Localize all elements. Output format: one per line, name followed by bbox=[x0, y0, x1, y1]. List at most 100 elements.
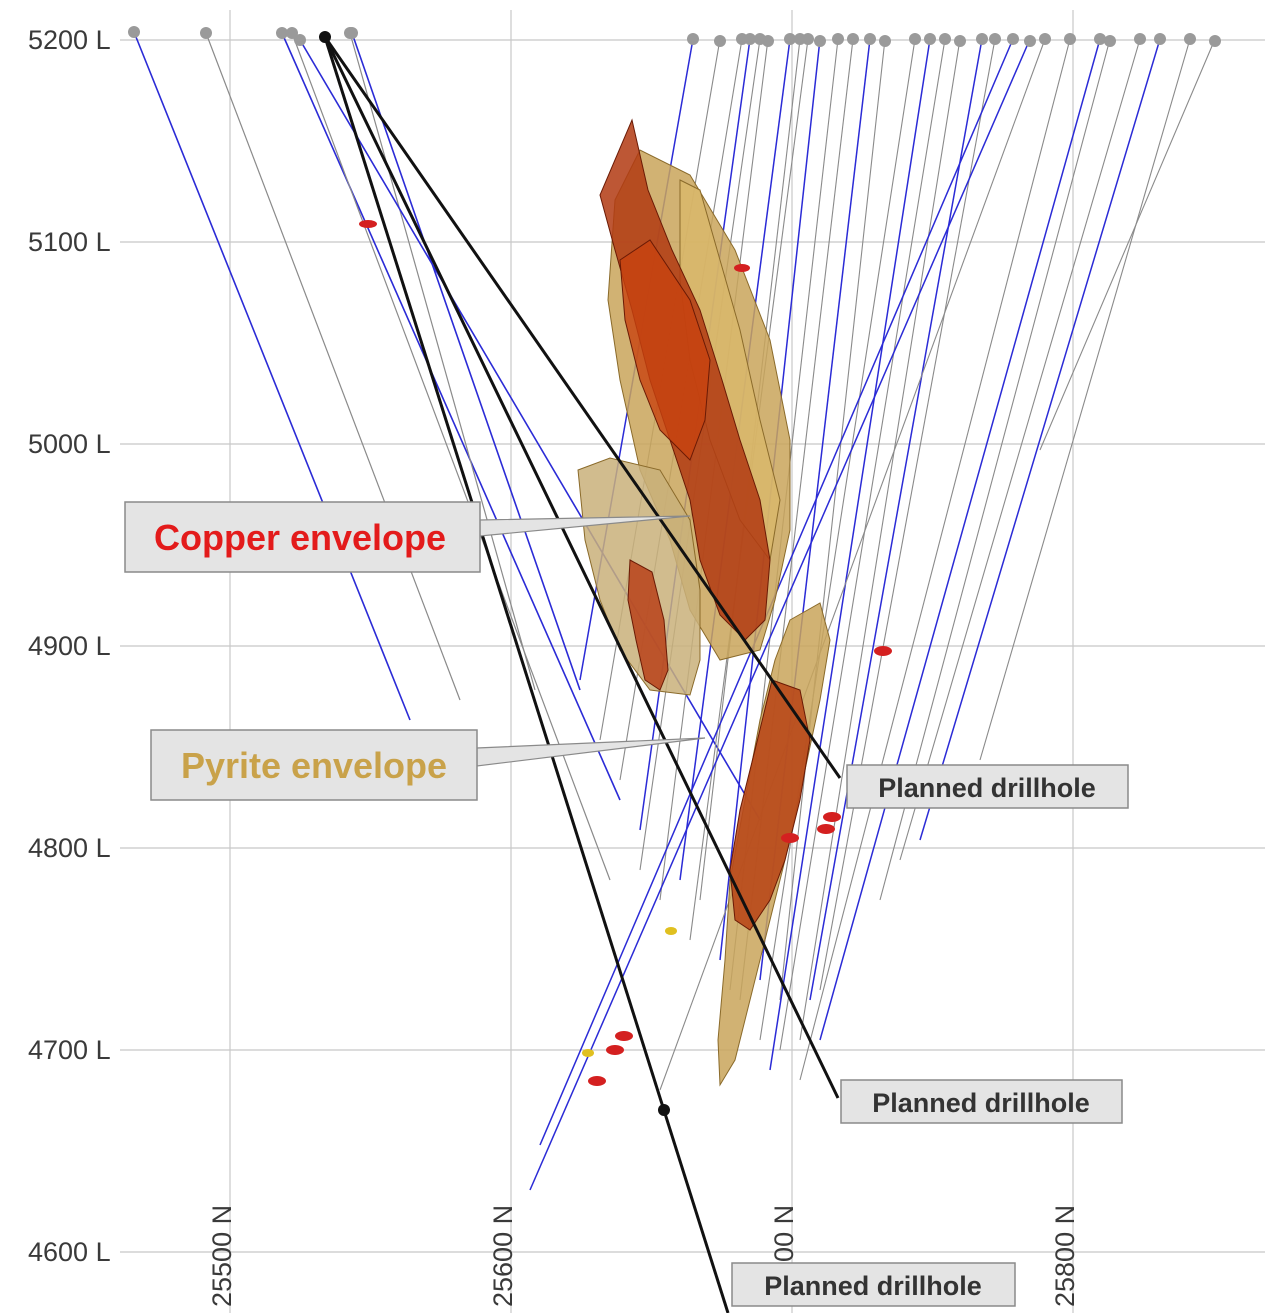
drillhole-collar bbox=[744, 33, 756, 45]
intercept-marker bbox=[588, 1076, 606, 1086]
elevation-label: 4800 L bbox=[28, 833, 111, 863]
existing-drillholes bbox=[128, 26, 1221, 1191]
existing-drillhole bbox=[809, 38, 983, 1001]
drillhole-collar bbox=[954, 35, 966, 47]
existing-drillhole bbox=[529, 38, 1031, 1191]
planned-drillholes bbox=[319, 31, 842, 1313]
existing-drillhole bbox=[759, 38, 916, 1041]
planned-callout-label-1: Planned drillhole bbox=[878, 773, 1096, 803]
drillhole-collar bbox=[294, 34, 306, 46]
existing-drillhole bbox=[819, 38, 996, 991]
copper-envelope-west bbox=[627, 559, 669, 691]
assay-intercepts bbox=[359, 220, 892, 1086]
drillhole-collar bbox=[814, 35, 826, 47]
planned-callout-3: Planned drillhole bbox=[731, 1262, 1016, 1307]
drillhole-collar bbox=[128, 26, 140, 38]
existing-drillhole bbox=[799, 38, 1071, 1081]
drillhole-collar bbox=[714, 35, 726, 47]
intercept-marker bbox=[823, 812, 841, 822]
planned-callout-box-1 bbox=[846, 764, 1129, 809]
elevation-label: 5000 L bbox=[28, 429, 111, 459]
planned-drillhole-1 bbox=[323, 36, 842, 779]
existing-drillhole bbox=[769, 38, 931, 1071]
planned-collar bbox=[319, 31, 331, 43]
existing-drillhole bbox=[819, 38, 1101, 1041]
drillhole-collar bbox=[1064, 33, 1076, 45]
drillhole-collar bbox=[1104, 35, 1116, 47]
existing-drillhole bbox=[349, 32, 536, 691]
pyrite-callout: Pyrite envelope bbox=[150, 729, 706, 801]
existing-drillhole bbox=[281, 32, 621, 801]
planned-target-marker bbox=[658, 1104, 670, 1116]
intercept-marker bbox=[615, 1031, 633, 1041]
drillhole-collar bbox=[864, 33, 876, 45]
drillhole-collar bbox=[784, 33, 796, 45]
existing-drillhole bbox=[133, 31, 411, 721]
drillhole-collar bbox=[1209, 35, 1221, 47]
drillhole-collar bbox=[879, 35, 891, 47]
drillhole-collar bbox=[1134, 33, 1146, 45]
existing-drillhole bbox=[1039, 38, 1216, 451]
drillhole-collar bbox=[989, 33, 1001, 45]
northing-label: 25500 N bbox=[207, 1205, 237, 1307]
drillhole-collar bbox=[832, 33, 844, 45]
planned-callout-label-3: Planned drillhole bbox=[764, 1271, 982, 1301]
drillhole-collar bbox=[909, 33, 921, 45]
drillhole-collar bbox=[286, 27, 298, 39]
intercept-marker bbox=[734, 264, 750, 272]
existing-drillhole bbox=[351, 32, 581, 691]
intercept-marker bbox=[582, 1049, 594, 1057]
drillhole-collar bbox=[924, 33, 936, 45]
copper-callout-box bbox=[124, 501, 481, 573]
drillhole-collar bbox=[939, 33, 951, 45]
existing-drillhole bbox=[979, 38, 1191, 761]
drillhole-collar bbox=[1184, 33, 1196, 45]
planned-callout-label-2: Planned drillhole bbox=[872, 1088, 1090, 1118]
elevation-label: 4600 L bbox=[28, 1237, 111, 1267]
existing-drillhole bbox=[879, 38, 1111, 901]
planned-callout-1: Planned drillhole bbox=[846, 764, 1129, 809]
planned-drillhole-3 bbox=[323, 36, 730, 1313]
pyrite-callout-box bbox=[150, 729, 478, 801]
elevation-label: 4900 L bbox=[28, 631, 111, 661]
existing-drillhole bbox=[779, 38, 946, 1051]
elevation-labels: 5200 L 5100 L 5000 L 4900 L 4800 L 4700 L 4600… bbox=[28, 25, 111, 1267]
intercept-marker bbox=[817, 824, 835, 834]
elevation-label: 5100 L bbox=[28, 227, 111, 257]
planned-callout-box-3 bbox=[731, 1262, 1016, 1307]
northing-label: 25600 N bbox=[488, 1205, 518, 1307]
planned-drillhole-2 bbox=[323, 36, 840, 1099]
copper-envelope-core bbox=[619, 239, 711, 461]
drillhole-collar bbox=[687, 33, 699, 45]
elevation-label: 5200 L bbox=[28, 25, 111, 55]
drillhole-collar bbox=[1094, 33, 1106, 45]
drillhole-collar bbox=[1007, 33, 1019, 45]
drillhole-collar bbox=[802, 33, 814, 45]
drillhole-collar bbox=[1039, 33, 1051, 45]
intercept-marker bbox=[781, 833, 799, 843]
elevation-label: 4700 L bbox=[28, 1035, 111, 1065]
copper-callout-label: Copper envelope bbox=[154, 517, 446, 558]
drillhole-collar bbox=[976, 33, 988, 45]
drillhole-collar bbox=[346, 27, 358, 39]
existing-drillhole bbox=[659, 38, 1046, 1091]
drillhole-collar bbox=[1154, 33, 1166, 45]
intercept-marker bbox=[359, 220, 377, 228]
intercept-marker bbox=[874, 646, 892, 656]
grid-lines bbox=[120, 10, 1265, 1313]
existing-drillhole bbox=[919, 38, 1161, 841]
northing-label: 25800 N bbox=[1050, 1205, 1080, 1307]
pyrite-callout-label: Pyrite envelope bbox=[181, 745, 447, 786]
drillhole-collar bbox=[847, 33, 859, 45]
drillhole-collar bbox=[762, 35, 774, 47]
existing-drillhole bbox=[799, 38, 961, 1041]
drillhole-collar bbox=[1024, 35, 1036, 47]
planned-callout-2: Planned drillhole bbox=[840, 1079, 1123, 1124]
existing-drillhole bbox=[291, 32, 611, 881]
existing-drillhole bbox=[205, 32, 461, 701]
intercept-marker bbox=[665, 927, 677, 935]
existing-drillhole bbox=[899, 38, 1141, 861]
drillhole-collar bbox=[200, 27, 212, 39]
intercept-marker bbox=[606, 1045, 624, 1055]
